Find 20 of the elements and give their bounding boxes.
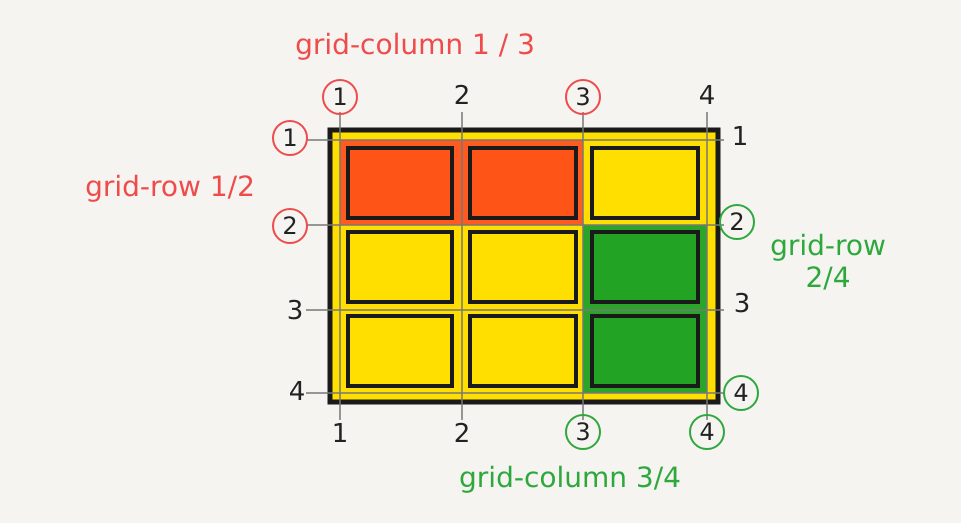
grid-line-number: 3 <box>734 290 750 320</box>
circled-line-number: 4 <box>689 414 725 450</box>
circled-line-number: 1 <box>272 120 308 156</box>
property-label: grid-row 2/4 <box>769 230 887 294</box>
grid-line-number: 2 <box>454 420 470 450</box>
property-label: grid-column 3/4 <box>459 462 681 494</box>
grid-line-number: 2 <box>454 82 470 112</box>
property-label: grid-row 1/2 <box>85 170 255 204</box>
property-label: grid-column 1 / 3 <box>295 28 535 62</box>
grid-line-number: 1 <box>332 420 348 450</box>
circled-line-number: 1 <box>322 79 358 115</box>
grid-line-number: 3 <box>286 297 304 327</box>
grid-line-number: 1 <box>732 123 748 153</box>
grid-line-number: 4 <box>698 82 716 112</box>
circled-line-number: 2 <box>719 204 755 240</box>
circled-line-number: 2 <box>272 208 308 244</box>
circled-line-number: 3 <box>565 79 601 115</box>
circled-line-number: 4 <box>723 375 759 411</box>
grid-line-number: 4 <box>288 378 306 408</box>
circled-line-number: 3 <box>565 414 601 450</box>
